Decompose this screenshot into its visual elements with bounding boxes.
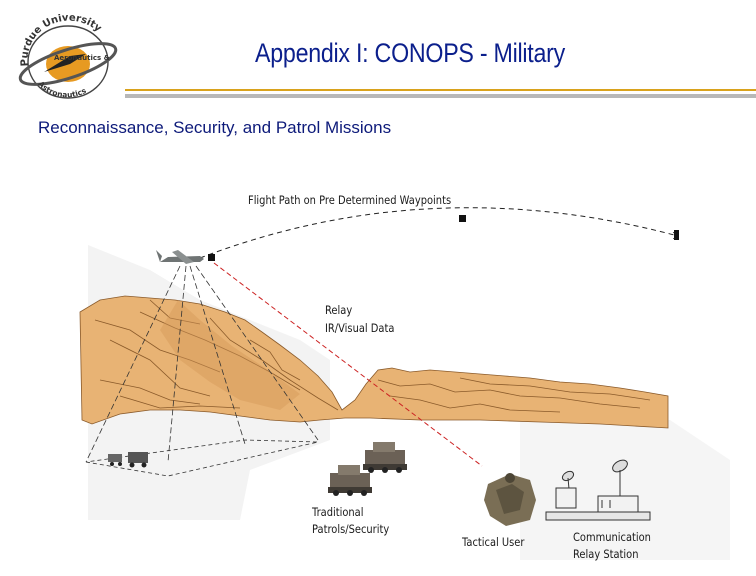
page-title: Appendix I: CONOPS - Military bbox=[255, 38, 565, 68]
waypoint-marker bbox=[674, 230, 679, 240]
relay-label-line1: Relay bbox=[325, 303, 353, 317]
mountain-terrain bbox=[79, 295, 669, 429]
comm-label-line2: Relay Station bbox=[573, 547, 639, 561]
flight-path-label: Flight Path on Pre Determined Waypoints bbox=[248, 193, 452, 207]
page-subtitle: Reconnaissance, Security, and Patrol Mis… bbox=[38, 118, 392, 137]
purdue-logo: Purdue University Aeronautics & Astronau… bbox=[18, 14, 118, 99]
uav-aircraft bbox=[156, 250, 204, 264]
relay-data-line bbox=[213, 262, 483, 467]
patrol-vehicle bbox=[363, 442, 407, 473]
waypoint-marker bbox=[459, 215, 466, 222]
sensor-footprint bbox=[85, 265, 319, 477]
flight-path-arc bbox=[199, 207, 679, 259]
ground-vehicles bbox=[108, 452, 148, 468]
tactical-user-label: Tactical User bbox=[462, 535, 525, 549]
terrain-ridges bbox=[94, 299, 651, 413]
relay-label-line2: IR/Visual Data bbox=[325, 321, 395, 335]
tactical-user-figure bbox=[484, 473, 536, 526]
comm-label-line1: Communication bbox=[573, 530, 651, 544]
patrols-label-line1: Traditional bbox=[312, 505, 364, 519]
waypoint-marker-label: 1 bbox=[672, 231, 678, 242]
waypoint-marker bbox=[208, 254, 215, 261]
mountain-shading bbox=[160, 300, 300, 410]
header-rule-gray bbox=[125, 94, 756, 98]
logo-middle-text: Aeronautics & bbox=[54, 54, 110, 62]
communication-station bbox=[545, 459, 651, 521]
patrol-vehicle bbox=[328, 465, 372, 496]
header-rule-gold bbox=[125, 89, 756, 91]
terrain-shadow-right bbox=[520, 420, 730, 560]
patrols-label-line2: Patrols/Security bbox=[312, 522, 390, 536]
